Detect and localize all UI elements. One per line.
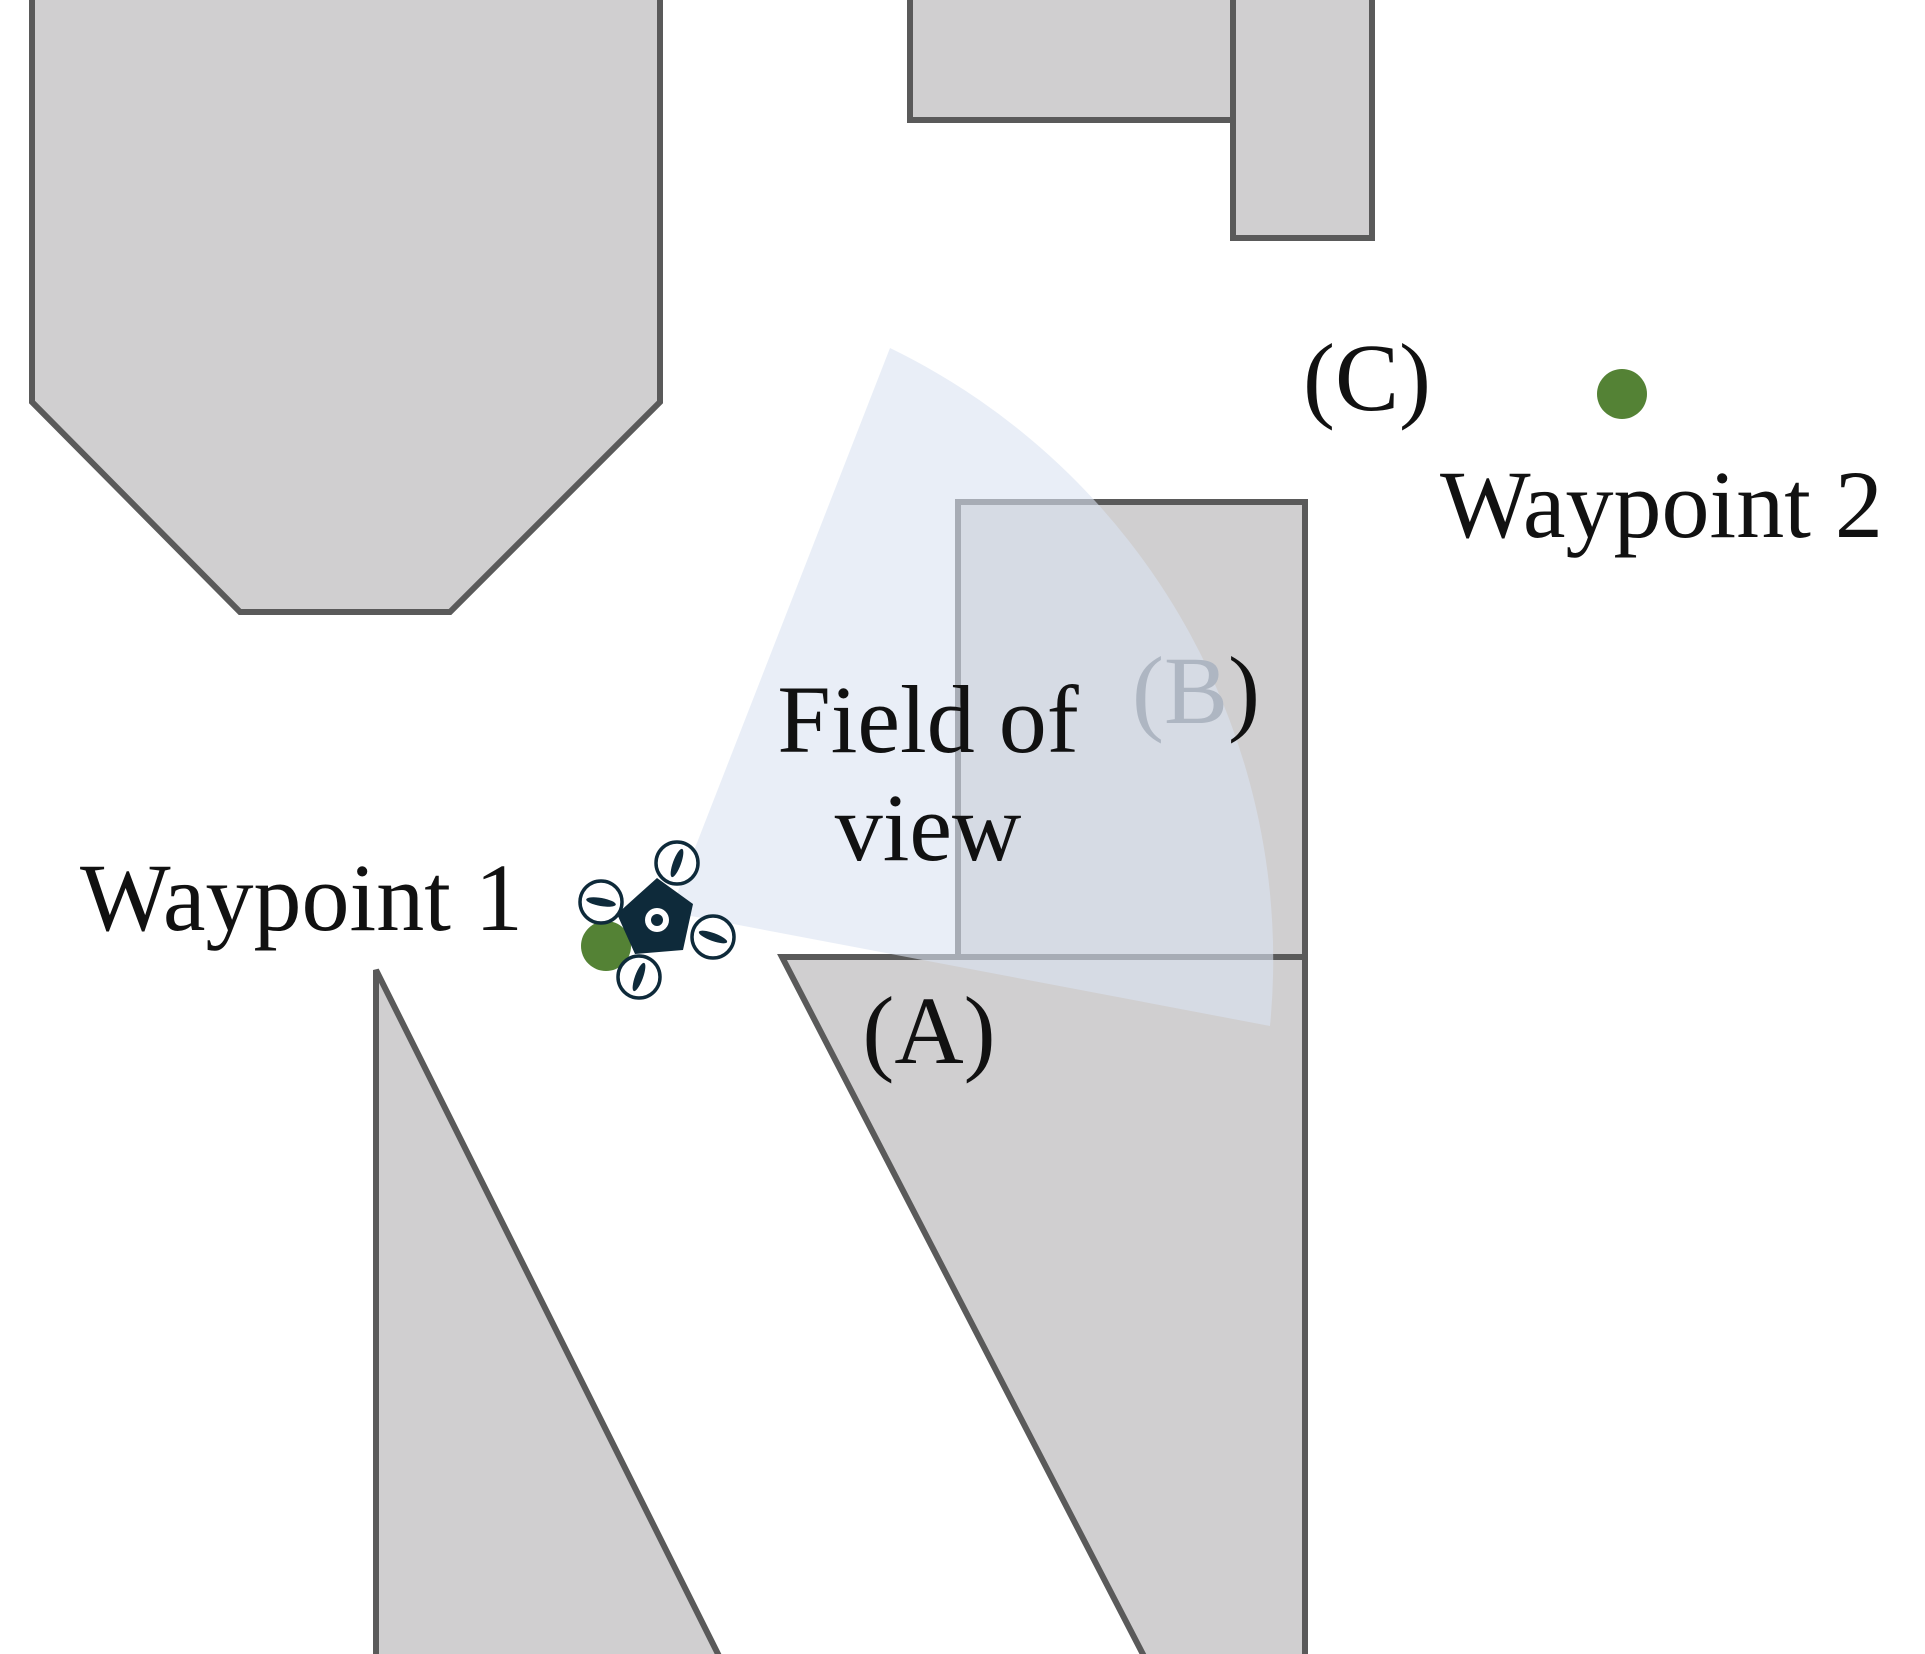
region-b-label-faded: (B [1132,637,1228,744]
waypoint-2-marker [1597,369,1647,419]
obstacle-octagon [29,0,663,615]
obstacle-top-left-block [907,0,1236,123]
region-b-label: (B) [1132,637,1260,744]
waypoint-2-label: Waypoint 2 [1440,451,1883,558]
region-c-label: (C) [1303,324,1431,431]
field-of-view-cone [670,348,1274,1026]
region-a-label: (A) [862,977,995,1084]
obstacle-top-right-block [1230,0,1375,241]
region-b-label-close: ) [1228,637,1260,744]
quadcopter-icon [578,840,736,1000]
obstacle-region-a [777,954,1308,1654]
waypoint-1-label: Waypoint 1 [80,844,523,951]
field-of-view-label-line-1: Field of [777,666,1078,773]
waypoint-1-marker [581,921,631,971]
field-of-view-label-line-2: view [835,774,1022,881]
obstacle-bottom-left-wedge [373,968,722,1654]
